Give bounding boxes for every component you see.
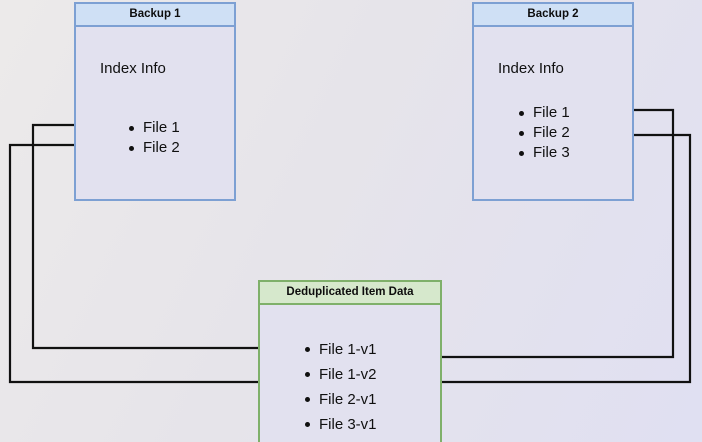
node-backup-1-body: Index Info File 1 File 2: [76, 27, 234, 199]
list-item: File 2: [516, 123, 570, 143]
node-backup-1[interactable]: Backup 1 Index Info File 1 File 2: [74, 2, 236, 201]
list-item: File 1-v2: [302, 362, 377, 387]
list-item: File 1: [126, 118, 180, 138]
list-item: File 1-v1: [302, 337, 377, 362]
backup-1-file-list: File 1 File 2: [126, 118, 180, 158]
node-backup-2-title: Backup 2: [474, 4, 632, 27]
list-item: File 2-v1: [302, 387, 377, 412]
list-item: File 1: [516, 103, 570, 123]
node-dedup-title: Deduplicated Item Data: [260, 282, 440, 305]
node-deduplicated-item-data[interactable]: Deduplicated Item Data File 1-v1 File 1-…: [258, 280, 442, 442]
backup-2-index-info-label: Index Info: [498, 60, 564, 77]
list-item: File 3: [516, 143, 570, 163]
node-backup-2-body: Index Info File 1 File 2 File 3: [474, 27, 632, 199]
node-dedup-body: File 1-v1 File 1-v2 File 2-v1 File 3-v1: [260, 305, 440, 442]
list-item: File 3-v1: [302, 412, 377, 437]
backup-1-index-info-label: Index Info: [100, 60, 166, 77]
node-backup-1-title: Backup 1: [76, 4, 234, 27]
list-item: File 2: [126, 138, 180, 158]
backup-2-file-list: File 1 File 2 File 3: [516, 103, 570, 163]
node-backup-2[interactable]: Backup 2 Index Info File 1 File 2 File 3: [472, 2, 634, 201]
dedup-file-list: File 1-v1 File 1-v2 File 2-v1 File 3-v1: [302, 337, 377, 437]
